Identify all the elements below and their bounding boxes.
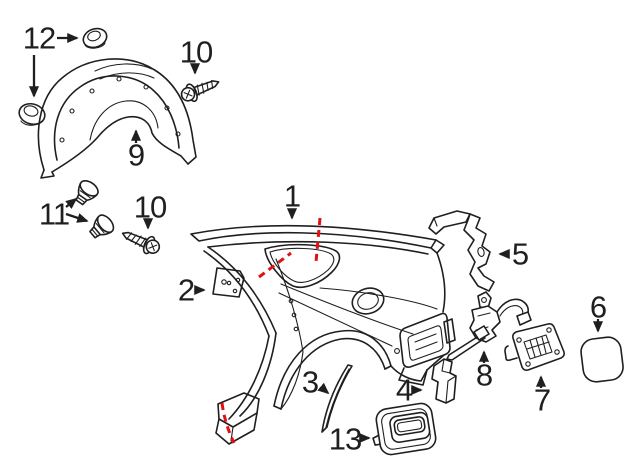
bracket-4-art [431,358,457,404]
clip-upper-art [75,180,99,206]
wheel-liner-art [37,58,197,179]
grommet-upper-art [82,27,108,49]
filler-lock-assembly-art [446,291,532,361]
part-callout-11: 11 [38,196,70,232]
part-callout-5: 5 [511,236,529,272]
arch-molding-art [321,364,353,433]
screw-top-art [180,79,220,103]
part-callout-2: 2 [177,272,195,308]
quarter-panel-art [190,224,456,445]
part-callout-13: 13 [328,421,362,457]
fuel-door-hinge-art [504,323,565,371]
alignment-marks [220,217,322,444]
grommet-lower-art [18,102,46,126]
clip-lower-art [89,214,115,239]
part-callout-12: 12 [22,20,56,56]
part-callout-10-top: 10 [179,34,213,70]
bracket-5-art [428,210,495,292]
part-callout-4: 4 [395,372,413,408]
part-callout-9: 9 [127,137,145,173]
fuel-door-art [580,336,624,383]
part-callout-1: 1 [283,178,301,214]
part-callout-7: 7 [533,382,551,418]
part-callout-10-lower: 10 [133,189,167,225]
part-callout-3: 3 [301,364,319,400]
part-callout-8: 8 [475,357,493,393]
callout-arrows [28,32,604,444]
filler-housing-art [372,402,437,456]
part-callout-6: 6 [589,289,607,325]
screw-lower-art [121,231,161,255]
